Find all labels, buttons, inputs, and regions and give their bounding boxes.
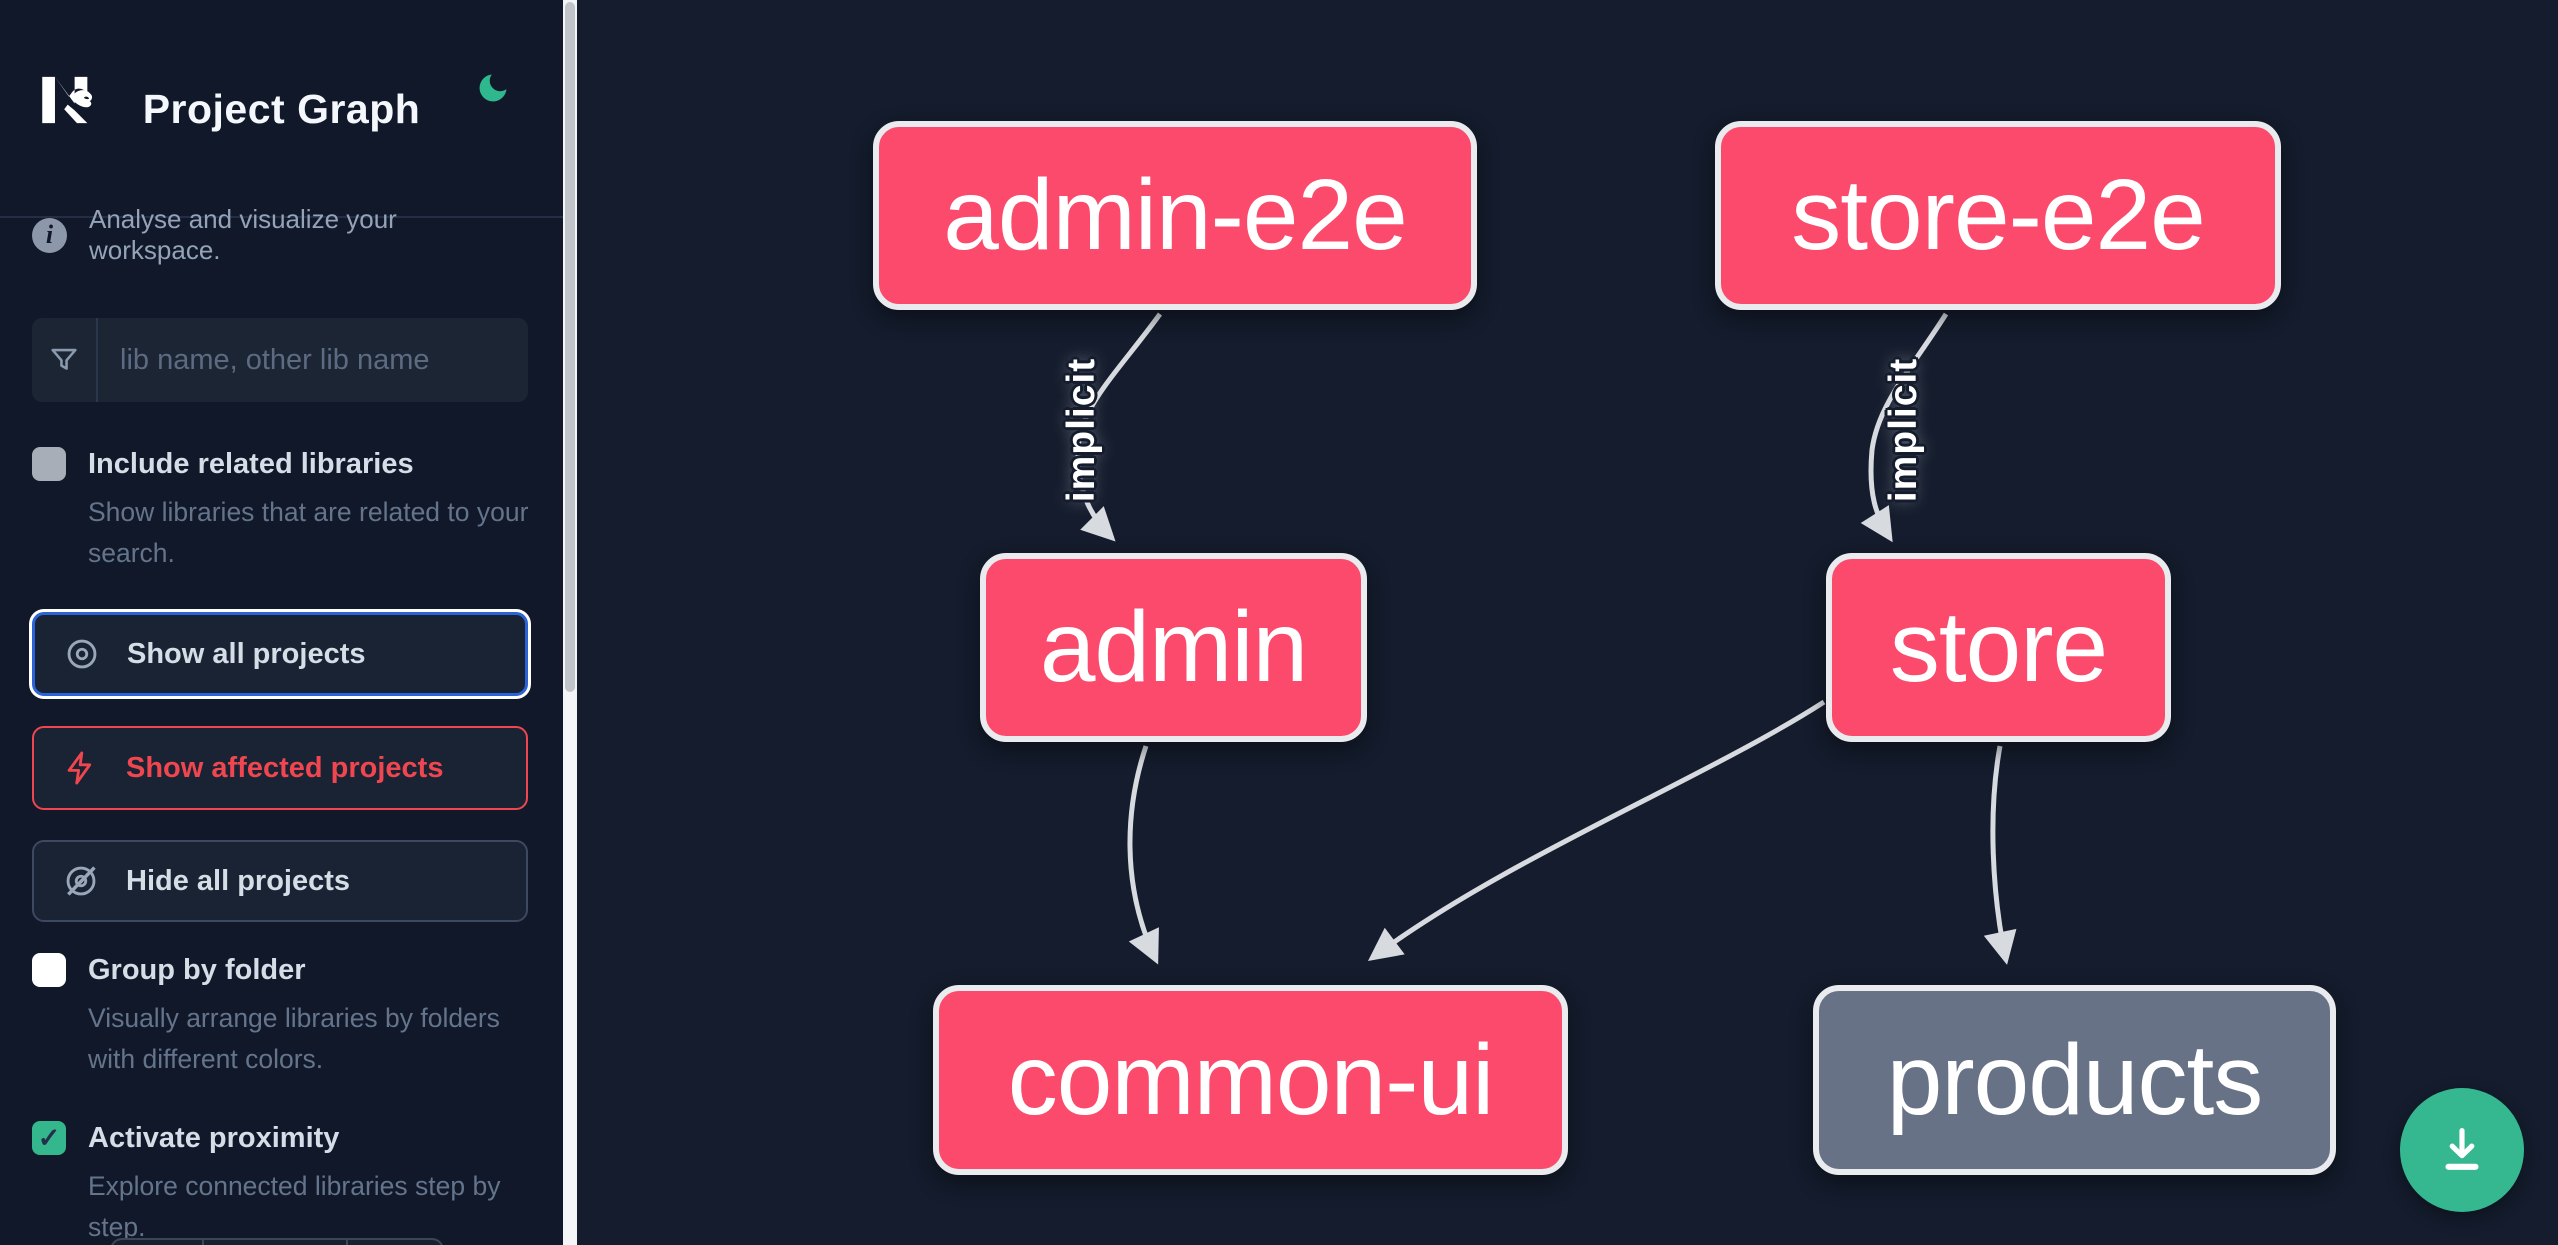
eye-icon: [67, 639, 97, 669]
edge-store-to-common-ui: [1367, 699, 1826, 961]
proximity-stepper-partial[interactable]: [110, 1238, 444, 1245]
group-by-folder-checkbox[interactable]: [32, 953, 66, 987]
search-input[interactable]: [98, 318, 528, 402]
activate-proximity-description: Explore connected libraries step by step…: [88, 1171, 501, 1242]
graph-canvas[interactable]: implicit implicit admin-e2e store-e2e ad…: [577, 0, 2558, 1245]
filter-funnel-icon: [32, 318, 98, 402]
show-all-projects-label: Show all projects: [127, 637, 366, 670]
nx-logo: [42, 76, 93, 124]
workspace-tagline: i Analyse and visualize your workspace.: [32, 204, 532, 265]
edge-store-to-products: [1983, 745, 2017, 965]
activate-proximity-checkbox-row[interactable]: ✓ Activate proximity Explore connected l…: [32, 1118, 532, 1245]
eye-off-icon: [66, 866, 96, 896]
include-related-checkbox-row[interactable]: Include related libraries Show libraries…: [32, 444, 532, 574]
show-affected-projects-label: Show affected projects: [126, 751, 444, 784]
group-by-folder-description: Visually arrange libraries by folders wi…: [88, 1003, 500, 1074]
sidebar: Project Graph i Analyse and visualize yo…: [0, 0, 563, 1245]
group-by-folder-label: Group by folder: [88, 954, 306, 986]
node-common-ui[interactable]: common-ui: [933, 985, 1568, 1175]
node-store-e2e[interactable]: store-e2e: [1715, 121, 2281, 310]
node-admin[interactable]: admin: [980, 553, 1367, 742]
sidebar-scrollbar[interactable]: [563, 0, 577, 1245]
hide-all-projects-label: Hide all projects: [126, 864, 351, 897]
edge-label-implicit-admin: implicit: [1060, 357, 1103, 503]
edge-admin-e2e-to-admin: [1075, 312, 1163, 542]
stepper-increment-partial[interactable]: [348, 1238, 444, 1245]
edge-admin-to-common-ui: [1127, 745, 1159, 965]
search-bar: [32, 318, 528, 402]
include-related-label: Include related libraries: [88, 448, 414, 480]
show-affected-projects-button[interactable]: Show affected projects: [32, 726, 528, 810]
node-store[interactable]: store: [1826, 553, 2171, 742]
activate-proximity-label: Activate proximity: [88, 1122, 340, 1154]
dependency-edges: [1075, 312, 2017, 965]
page-title: Project Graph: [142, 85, 421, 132]
activate-proximity-checkbox[interactable]: ✓: [32, 1121, 66, 1155]
include-related-checkbox[interactable]: [32, 447, 66, 481]
edge-label-implicit-store: implicit: [1882, 357, 1925, 503]
scrollbar-thumb[interactable]: [565, 2, 575, 692]
show-all-projects-button[interactable]: Show all projects: [32, 612, 528, 696]
tagline-text: Analyse and visualize your workspace.: [89, 204, 397, 265]
node-admin-e2e[interactable]: admin-e2e: [873, 121, 1477, 310]
sidebar-header: Project Graph: [0, 0, 563, 218]
hide-all-projects-button[interactable]: Hide all projects: [32, 840, 528, 922]
node-products[interactable]: products: [1813, 985, 2336, 1175]
include-related-description: Show libraries that are related to your …: [88, 497, 529, 568]
stepper-value-partial: [204, 1238, 348, 1245]
edge-store-e2e-to-store: [1860, 312, 1949, 543]
info-icon: i: [32, 217, 67, 253]
download-graph-button[interactable]: [2400, 1088, 2524, 1212]
group-by-folder-checkbox-row[interactable]: Group by folder Visually arrange librari…: [32, 950, 532, 1080]
stepper-decrement-partial[interactable]: [110, 1238, 204, 1245]
bolt-icon: [67, 751, 92, 785]
moon-icon[interactable]: [475, 70, 511, 106]
download-icon: [2445, 1128, 2479, 1170]
